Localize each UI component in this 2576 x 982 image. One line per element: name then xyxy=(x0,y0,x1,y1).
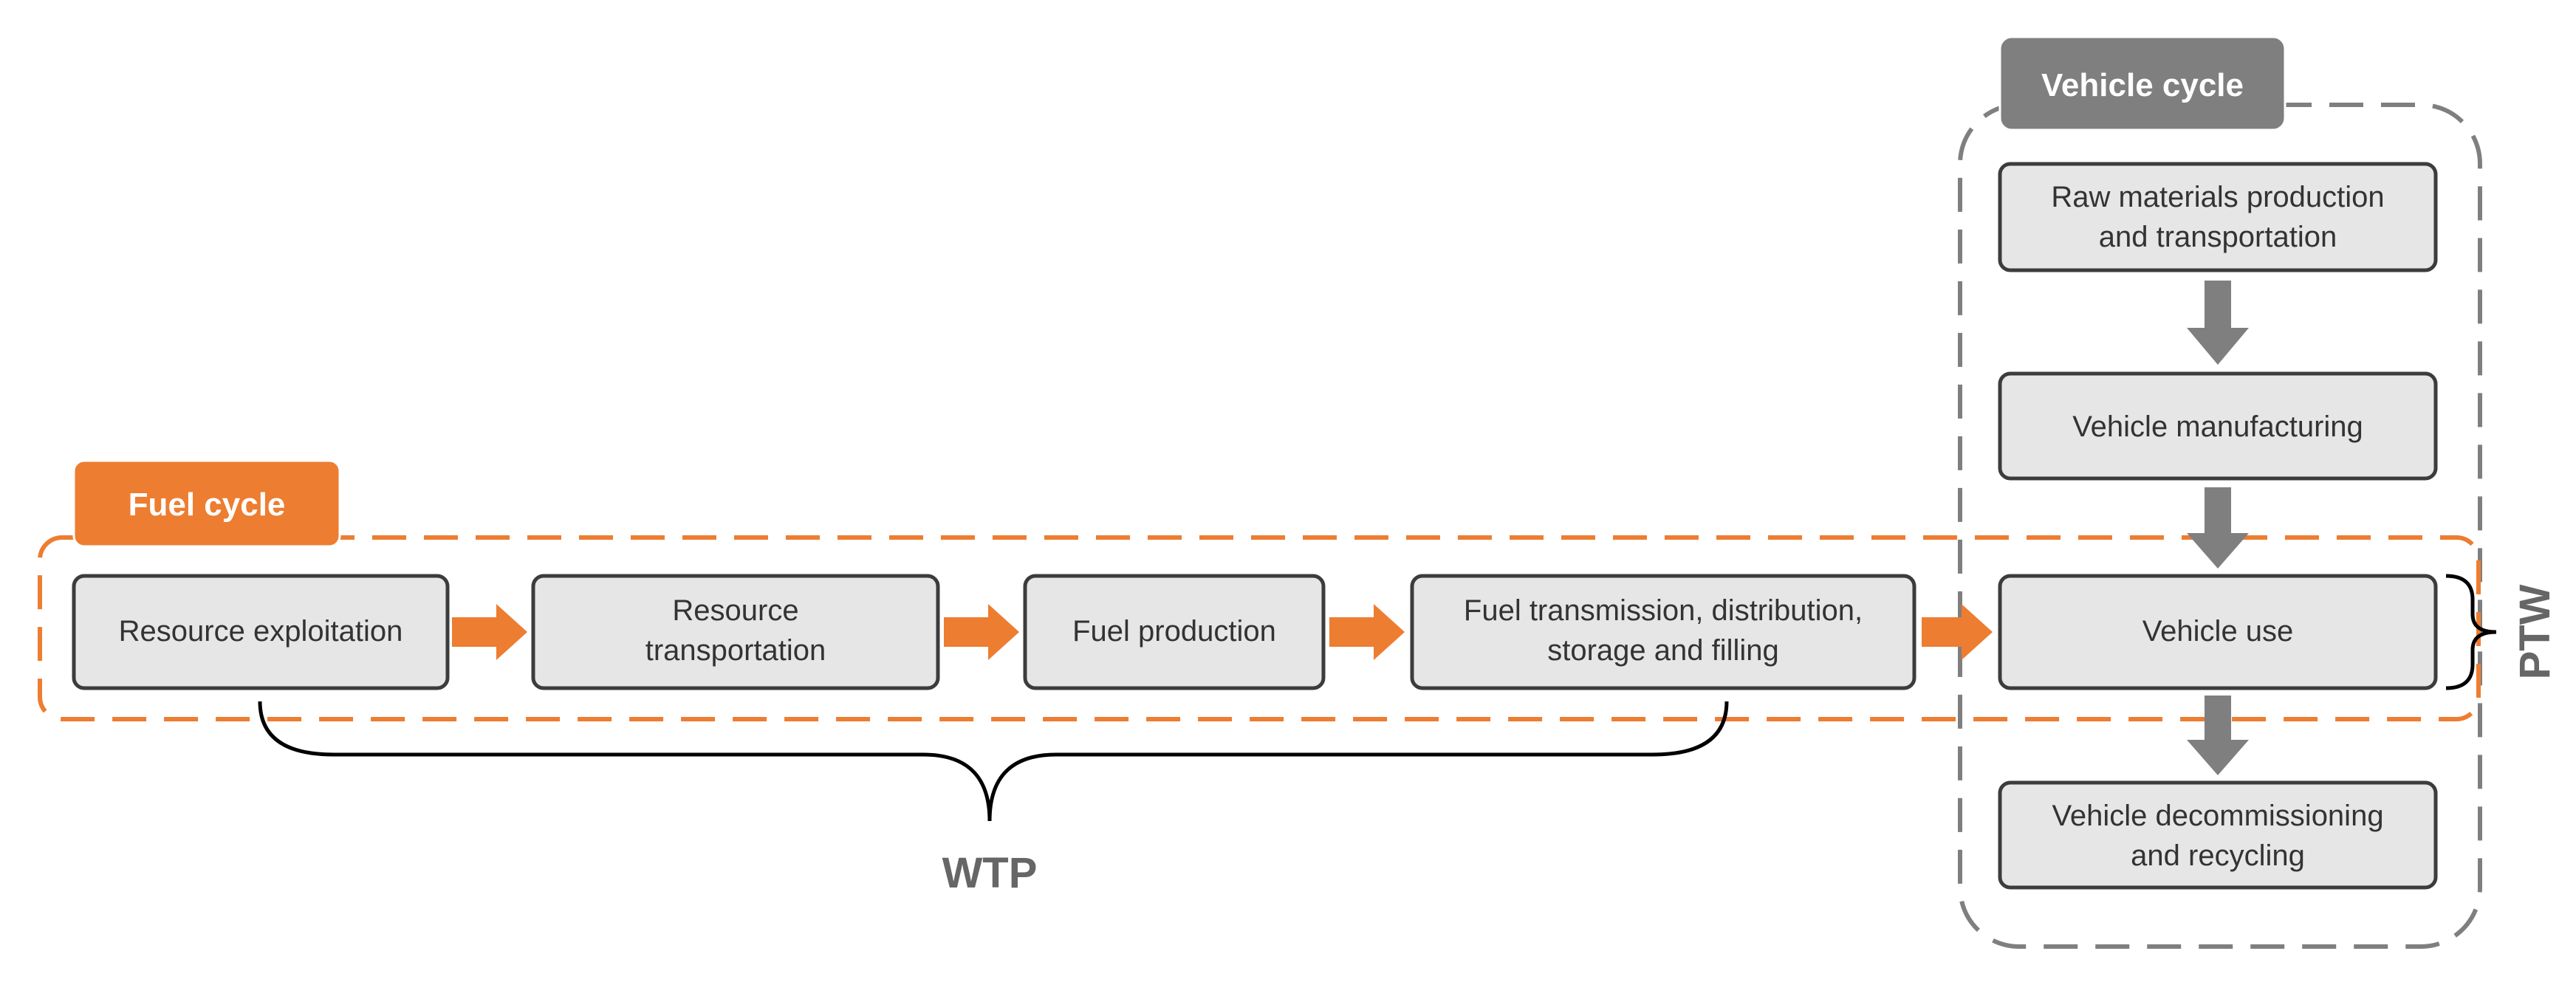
down-arrow-icon xyxy=(2187,696,2249,775)
wtp-label: WTP xyxy=(942,849,1038,897)
stage-label-line-1: Fuel transmission, distribution, xyxy=(1464,594,1863,627)
ptw-brace xyxy=(2445,574,2497,690)
right-arrow-icon xyxy=(452,604,527,660)
right-arrow-icon xyxy=(1329,604,1405,660)
stage-vehicle-decommissioning: Vehicle decommissioning and recycling xyxy=(1998,780,2438,890)
stage-raw-materials: Raw materials production and transportat… xyxy=(1998,162,2438,272)
stage-fuel-production: Fuel production xyxy=(1023,574,1326,690)
down-arrow-icon xyxy=(2187,487,2249,569)
stage-label-line-2: and transportation xyxy=(2099,221,2337,253)
stage-label-line-1: Raw materials production xyxy=(2051,181,2384,213)
ptw-label: PTW xyxy=(2511,584,2559,679)
stage-resource-exploitation: Resource exploitation xyxy=(72,574,450,690)
vehicle-cycle-tab: Vehicle cycle xyxy=(1998,35,2286,131)
stage-vehicle-manufacturing: Vehicle manufacturing xyxy=(1998,371,2438,481)
right-arrow-icon xyxy=(1922,604,1993,660)
fuel-flow-arrows xyxy=(452,604,1993,660)
stage-label-line-2: and recycling xyxy=(2131,839,2305,872)
wtp-brace xyxy=(258,701,1729,822)
stage-label-line-2: transportation xyxy=(645,634,826,667)
stage-label-line-1: Vehicle decommissioning xyxy=(2052,800,2383,832)
stage-label-line-1: Resource xyxy=(672,594,798,627)
fuel-cycle-tab: Fuel cycle xyxy=(72,459,341,548)
stage-label: Vehicle manufacturing xyxy=(2072,411,2363,443)
stage-vehicle-use: Vehicle use xyxy=(1998,574,2438,690)
vehicle-flow-arrows xyxy=(2187,281,2249,775)
down-arrow-icon xyxy=(2187,281,2249,365)
stage-label: Fuel production xyxy=(1072,615,1276,648)
stage-label: Vehicle use xyxy=(2142,615,2294,648)
fuel-cycle-label: Fuel cycle xyxy=(129,487,286,523)
vehicle-cycle-label: Vehicle cycle xyxy=(2041,67,2244,103)
stage-resource-transportation: Resource transportation xyxy=(531,574,940,690)
right-arrow-icon xyxy=(944,604,1019,660)
stage-label-line-2: storage and filling xyxy=(1547,634,1779,667)
vehicle-cycle-container xyxy=(1958,103,2482,949)
stage-label: Resource exploitation xyxy=(119,615,403,648)
stage-fuel-transmission: Fuel transmission, distribution, storage… xyxy=(1410,574,1916,690)
